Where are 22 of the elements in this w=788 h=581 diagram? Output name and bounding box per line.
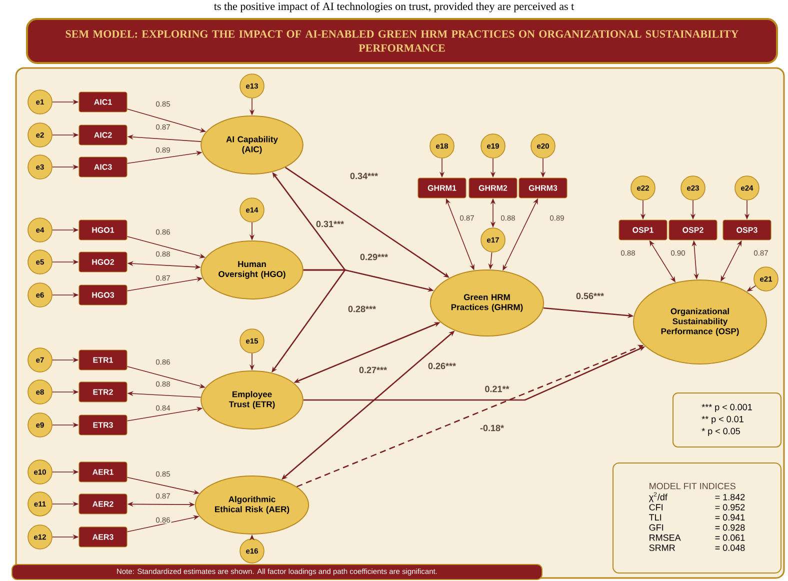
title-banner: SEM MODEL: EXPLORING THE IMPACT OF AI-ENABLED GREEN HRM PRACTICES ON ORGANIZATIONAL SUSTAINABILITY PERFORMANCE [26,18,778,64]
indicator-box: OSP1 [618,220,668,240]
indicator-box: AER3 [78,526,128,548]
indicator-box: GHRM3 [518,178,568,198]
indicator-box: ETR2 [78,382,128,402]
indicator-box: OSP3 [722,220,772,240]
indicator-box: HGO3 [78,284,128,306]
indicator-box: AIC3 [78,156,128,178]
indicator-box: AIC2 [78,124,128,146]
indicator-box: HGO2 [78,252,128,272]
indicator-box: AIC1 [78,92,128,112]
cropped-text: ts the positive impact of AI technologies on trust, provided they are perceived as t [214,2,574,12]
indicator-box: HGO1 [78,220,128,240]
indicator-box: ETR1 [78,350,128,370]
indicator-box: ETR3 [78,414,128,436]
significance-key: *** p < 0.001 ** p < 0.01 * p < 0.05 [672,392,782,448]
indicator-box: GHRM2 [468,178,518,198]
indicator-box: GHRM1 [418,178,466,198]
fit-indices-table: MODEL FIT INDICES χ$^{2}$/df = 1.842 CFI = 0.952 TLI = 0.941 GFI = 0.928 RMSEA = 0.061 SRMR = 0.048 [612,462,782,574]
indicator-box: AER1 [78,462,128,482]
indicator-box: OSP2 [668,220,718,240]
indicator-box: AER2 [78,494,128,514]
